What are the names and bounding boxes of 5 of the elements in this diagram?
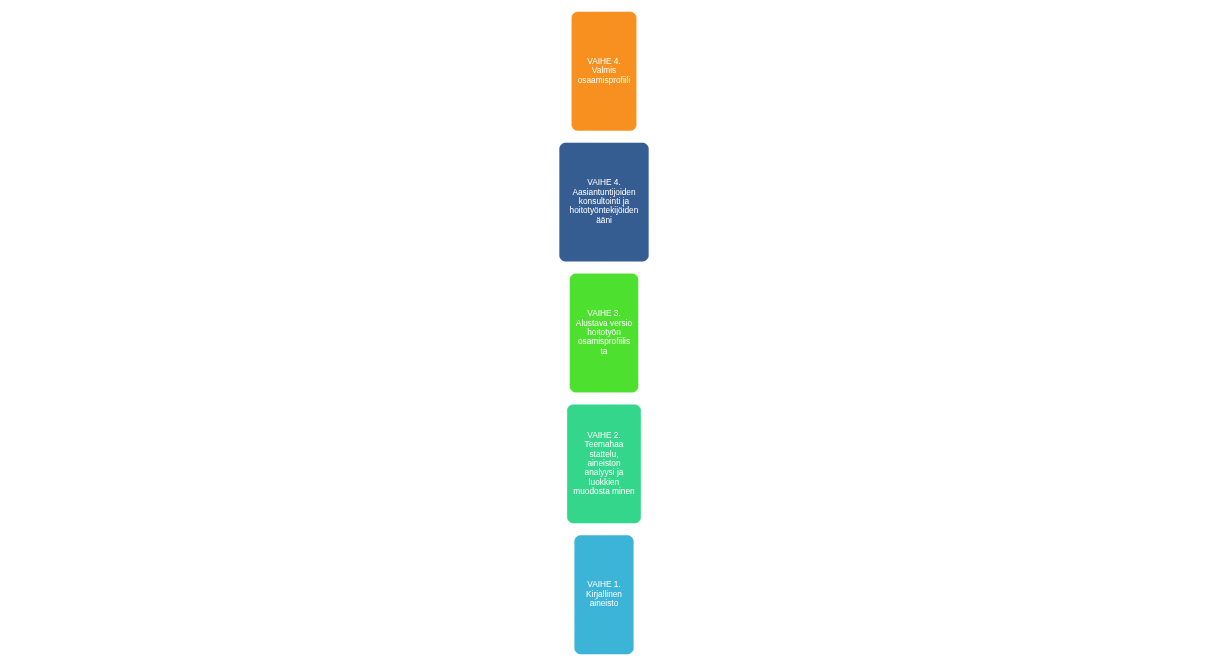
node-box: VAIHE 2. Teemahaa stattelu, aineiston analyysi ja luokkien muodosta minen — [566, 403, 642, 524]
node-box: VAIHE 4. Aasiantuntijoiden konsultointi ja hoitotyöntekijöiden ääni — [558, 142, 650, 263]
node-box: VAIHE 4. Valmis osaamisprofiili — [571, 11, 637, 132]
node-box: VAIHE 1. Kirjallinen aineisto — [573, 534, 635, 655]
node-box: VAIHE 3. Alustava versio hoitotyön osamisprofiilis ta — [569, 273, 639, 393]
